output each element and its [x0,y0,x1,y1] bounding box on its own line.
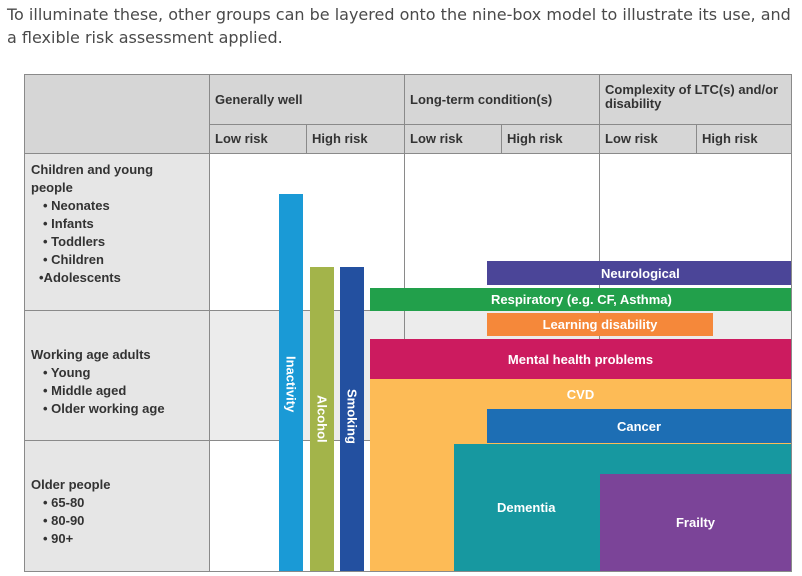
grid-line [696,124,697,153]
sub-header-high-risk: High risk [501,124,599,153]
col-header-ltc: Long-term condition(s) [404,75,599,124]
band-frailty: Frailty [600,474,791,571]
list-item: • 80-90 [43,513,85,528]
col-header-label: Complexity of LTC(s) and/or disability [605,82,779,111]
list-item: • 90+ [43,531,74,546]
band-mental-health: Mental health problems [370,339,791,379]
grid-line [306,124,307,153]
row-items: • 65-80 • 80-90 • 90+ [31,494,209,548]
list-item: • Neonates [43,198,110,213]
col-header-complexity: Complexity of LTC(s) and/or disability [599,75,791,124]
col-header-generally-well: Generally well [209,75,404,124]
band-respiratory: Respiratory (e.g. CF, Asthma) [370,288,791,311]
grid-line [209,124,791,125]
grid-line [25,153,791,154]
col-header-label: Generally well [215,92,303,107]
row-label-older-people: Older people • 65-80 • 80-90 • 90+ [25,440,209,571]
col-header-label: Long-term condition(s) [410,92,553,107]
grid-line [209,75,210,571]
list-item: • Older working age [43,401,165,416]
intro-text: To illuminate these, other groups can be… [7,5,791,47]
list-item: • Infants [43,216,94,231]
list-item: • 65-80 [43,495,85,510]
list-item: • Middle aged [43,383,127,398]
list-item: •Adolescents [39,270,121,285]
row-items: • Neonates • Infants • Toddlers • Childr… [31,197,209,287]
band-cancer: Cancer [487,409,791,443]
list-item: • Young [43,365,91,380]
bar-smoking: Smoking [340,267,364,571]
band-learning-disability: Learning disability [487,313,713,336]
grid-line [501,124,502,153]
row-label-working-age: Working age adults • Young • Middle aged… [25,310,209,440]
row-title: Older people [31,477,111,492]
row-title: Working age adults [31,347,151,362]
row-items: • Young • Middle aged • Older working ag… [31,364,209,418]
header-corner [25,75,209,153]
list-item: • Children [43,252,104,267]
grid-line [404,75,405,571]
list-item: • Toddlers [43,234,106,249]
row-label-children: Children and young people • Neonates • I… [25,153,209,310]
sub-header-high-risk: High risk [306,124,404,153]
band-neurological: Neurological [487,261,791,285]
bar-alcohol: Alcohol [310,267,334,571]
sub-header-high-risk: High risk [696,124,791,153]
sub-header-low-risk: Low risk [404,124,501,153]
sub-header-low-risk: Low risk [599,124,696,153]
bar-inactivity: Inactivity [279,194,303,571]
nine-box-diagram: Generally well Long-term condition(s) Co… [24,74,792,572]
sub-header-low-risk: Low risk [209,124,306,153]
row-title: Children and young people [31,162,154,195]
